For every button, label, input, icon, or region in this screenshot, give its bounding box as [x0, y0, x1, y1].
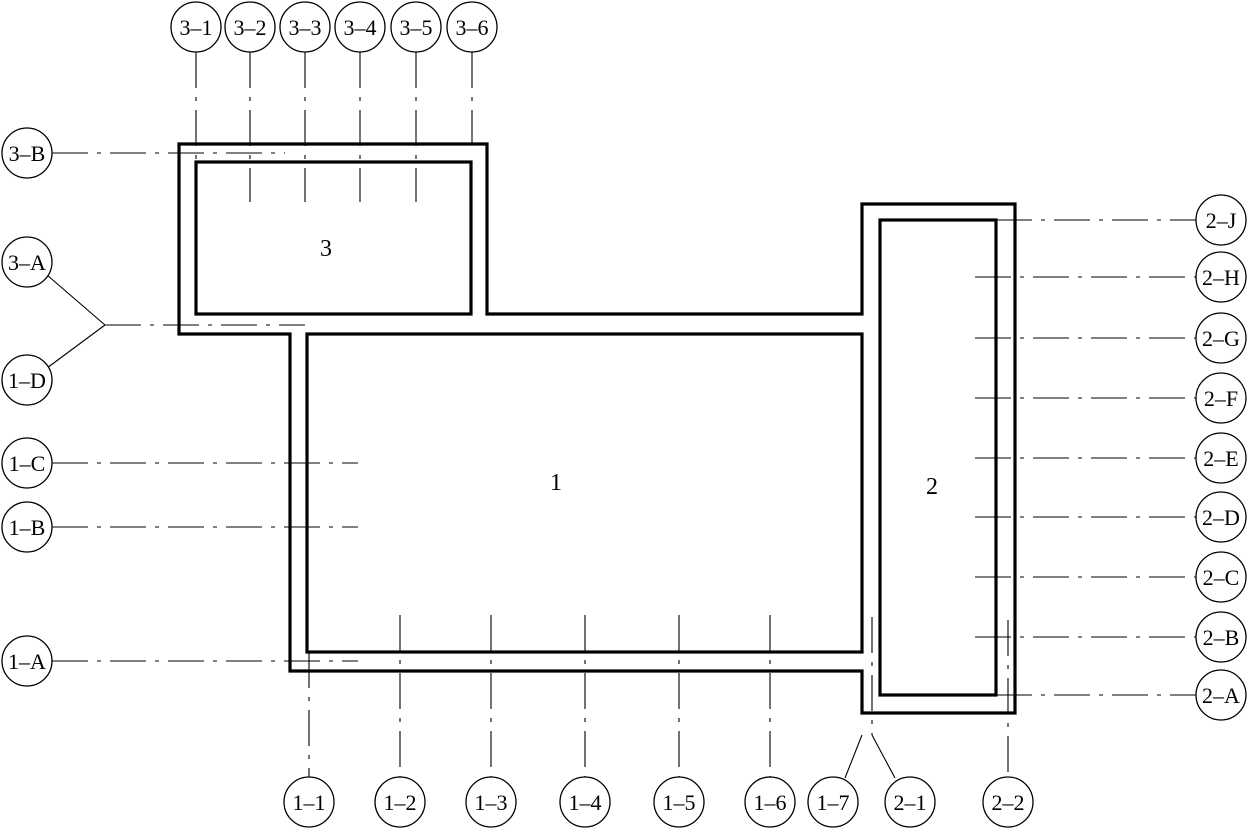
axis-label-1-5: 1–5 [663, 790, 696, 815]
axis-bubble-2-B: 2–B [1195, 611, 1247, 663]
axis-label-1-3: 1–3 [475, 790, 508, 815]
axis-bubble-1-C: 1–C [1, 437, 53, 489]
axis-bubble-1-3: 1–3 [465, 776, 517, 828]
leader-lines [46, 274, 896, 779]
outer-wall-outline [177, 142, 1017, 715]
axis-label-2-D: 2–D [1202, 505, 1240, 530]
axis-label-1-6: 1–6 [754, 790, 787, 815]
axis-bubble-3-2: 3–2 [224, 1, 276, 53]
axis-label-3-4: 3–4 [344, 15, 377, 40]
axis-bubble-1-B: 1–B [1, 501, 53, 553]
axis-bubble-3-3: 3–3 [279, 1, 331, 53]
axis-bubble-3-B: 3–B [1, 127, 53, 179]
axis-label-1-1: 1–1 [293, 790, 326, 815]
axis-bubble-1-5: 1–5 [653, 776, 705, 828]
leader-1-7 [844, 734, 863, 779]
axis-bubble-3-6: 3–6 [446, 1, 498, 53]
axis-label-2-C: 2–C [1203, 565, 1240, 590]
axis-bubble-1-4: 1–4 [559, 776, 611, 828]
leader-2-1 [871, 734, 896, 779]
axis-label-2-A: 2–A [1202, 683, 1240, 708]
axis-bubble-2-D: 2–D [1195, 491, 1247, 543]
axis-bubble-2-J: 2–J [1195, 194, 1247, 246]
axis-label-1-C: 1–C [9, 451, 46, 476]
top-axis-bubbles: 3–1 3–2 3–3 3–4 3–5 3–6 [170, 1, 498, 53]
axis-label-1-7: 1–7 [817, 790, 850, 815]
room-label-1: 1 [550, 470, 562, 496]
axis-bubble-1-1: 1–1 [283, 776, 335, 828]
axis-label-3-A: 3–A [8, 250, 46, 275]
room-label-2: 2 [926, 474, 938, 500]
axis-bubble-1-A: 1–A [1, 635, 53, 687]
axis-label-3-5: 3–5 [400, 15, 433, 40]
leader-1-D [46, 324, 106, 369]
axis-label-1-A: 1–A [8, 649, 46, 674]
room-label-3: 3 [320, 236, 332, 262]
axis-label-1-4: 1–4 [569, 790, 602, 815]
axis-bubble-2-A: 2–A [1195, 669, 1247, 721]
leader-3-A [46, 274, 106, 326]
axis-label-2-H: 2–H [1202, 265, 1240, 290]
axis-bubble-1-D: 1–D [1, 354, 53, 406]
axis-label-1-2: 1–2 [384, 790, 417, 815]
axis-bubble-3-1: 3–1 [170, 1, 222, 53]
axis-bubble-3-4: 3–4 [334, 1, 386, 53]
axis-label-1-B: 1–B [9, 515, 46, 540]
axis-bubble-3-5: 3–5 [390, 1, 442, 53]
axis-bubble-2-2: 2–2 [982, 776, 1034, 828]
axis-bubble-1-2: 1–2 [374, 776, 426, 828]
bottom-axis-bubbles: 1–1 1–2 1–3 1–4 1–5 1–6 1–7 2–1 2–2 [283, 776, 1034, 828]
axis-label-1-D: 1–D [8, 368, 46, 393]
axis-label-3-3: 3–3 [289, 15, 322, 40]
axis-label-2-2: 2–2 [992, 790, 1025, 815]
axis-bubble-1-7: 1–7 [807, 776, 859, 828]
axis-label-3-B: 3–B [9, 141, 46, 166]
walls [177, 142, 1017, 715]
left-axis-bubbles: 3–B 3–A 1–D 1–C 1–B 1–A [1, 127, 53, 687]
axis-label-2-B: 2–B [1203, 625, 1240, 650]
room-1-inner-wall [305, 332, 864, 654]
axis-bubble-2-F: 2–F [1195, 372, 1247, 424]
axis-bubble-2-C: 2–C [1195, 551, 1247, 603]
axis-label-3-6: 3–6 [456, 15, 489, 40]
axis-bubble-1-6: 1–6 [744, 776, 796, 828]
room-labels: 1 2 3 [320, 236, 938, 500]
axis-bubble-3-A: 3–A [1, 236, 53, 288]
axis-bubble-2-H: 2–H [1195, 251, 1247, 303]
axis-label-2-1: 2–1 [894, 790, 927, 815]
axis-label-2-F: 2–F [1204, 386, 1238, 411]
axis-label-2-E: 2–E [1203, 446, 1238, 471]
right-axis-bubbles: 2–J 2–H 2–G 2–F 2–E 2–D 2–C 2–B 2–A [1195, 194, 1247, 721]
axis-label-3-1: 3–1 [180, 15, 213, 40]
axis-bubble-2-G: 2–G [1195, 312, 1247, 364]
axis-bubble-2-E: 2–E [1195, 432, 1247, 484]
axis-label-3-2: 3–2 [234, 15, 267, 40]
room-3-inner-wall [194, 160, 473, 316]
axis-lines [52, 52, 1196, 778]
axis-bubble-2-1: 2–1 [884, 776, 936, 828]
axis-label-2-J: 2–J [1206, 208, 1237, 233]
axis-label-2-G: 2–G [1202, 326, 1240, 351]
